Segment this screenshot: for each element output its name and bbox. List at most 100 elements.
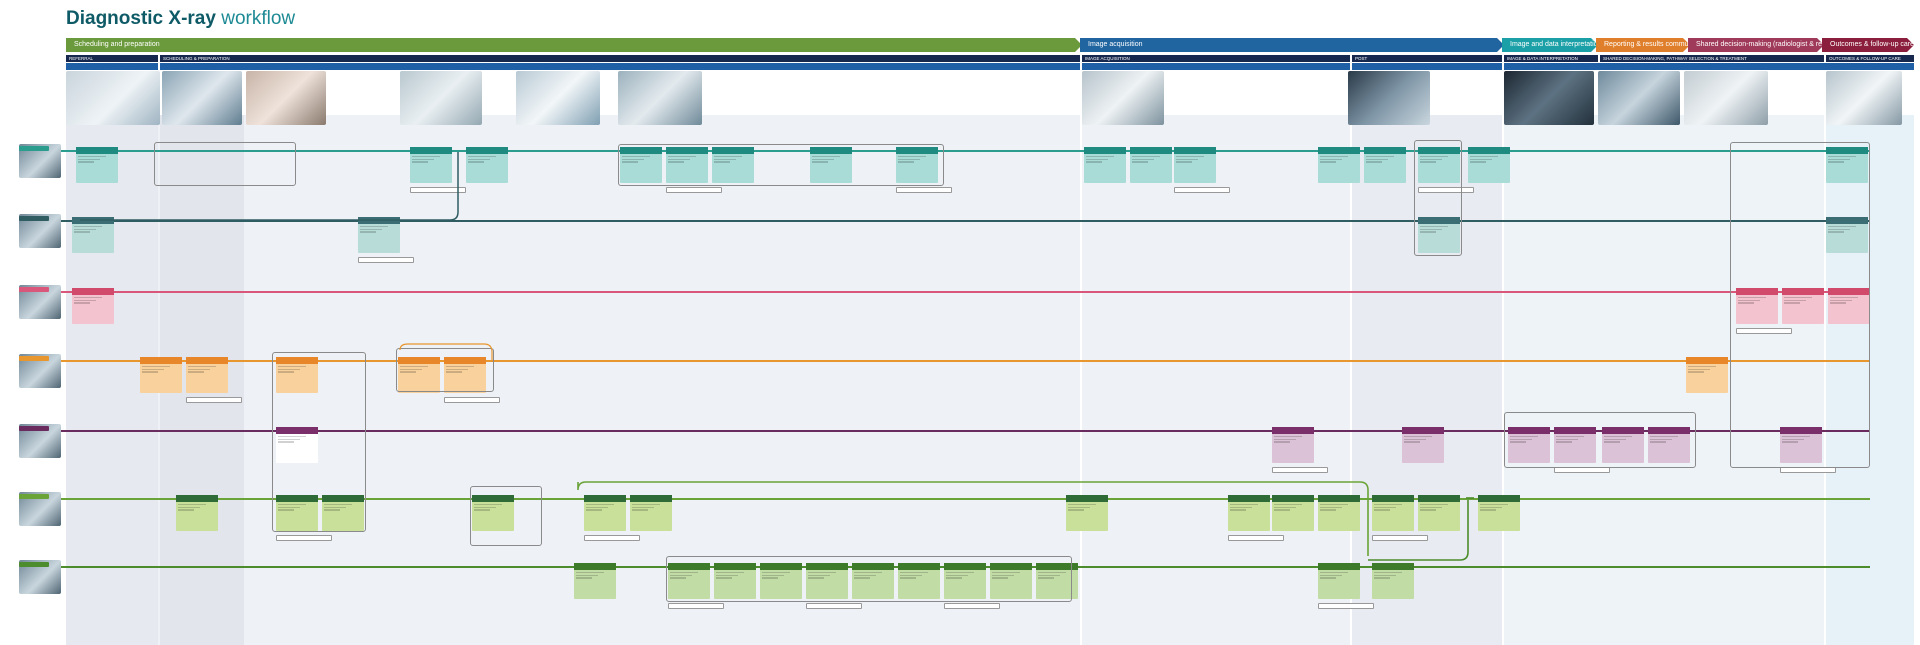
step-card-text-line — [1420, 504, 1448, 506]
lane-7-step-card — [852, 563, 894, 599]
lane-3-step-card — [1828, 288, 1870, 324]
substage-outcomes: OUTCOMES & FOLLOW-UP CARE — [1826, 55, 1914, 62]
step-card-text-line — [1420, 158, 1442, 160]
step-card-header — [1736, 288, 1778, 295]
step-card-text-line — [1480, 504, 1508, 506]
photo-shared-2 — [1684, 71, 1768, 125]
substage-image-acquisition: IMAGE ACQUISITION — [1082, 55, 1350, 62]
lane-7-note — [1318, 603, 1374, 609]
step-card-text-line — [1510, 438, 1532, 440]
lane-6-role-tag — [19, 494, 49, 499]
step-card-text-line — [1320, 506, 1342, 508]
photo-shared-1 — [1598, 71, 1680, 125]
step-card-header — [1130, 147, 1172, 154]
step-card-text-line — [1274, 436, 1302, 438]
step-card-text-line — [1230, 506, 1252, 508]
step-card-text-line — [1320, 574, 1342, 576]
column-bg-interpretation — [1504, 115, 1824, 645]
step-card-header — [1174, 147, 1216, 154]
step-card-header — [1780, 427, 1822, 434]
lane-6-step-card — [322, 495, 364, 531]
lane-5-step-card — [1508, 427, 1550, 463]
column-bg-acquisition — [1082, 115, 1350, 645]
step-card-text-line — [670, 574, 692, 576]
step-card-text-line — [992, 574, 1014, 576]
step-card-text-line — [1320, 161, 1336, 163]
step-card-text-line — [278, 504, 306, 506]
step-card-text-line — [1556, 441, 1572, 443]
lane-3-step-card — [1736, 288, 1778, 324]
step-card-text-line — [1274, 504, 1302, 506]
step-card-text-line — [474, 504, 502, 506]
step-card-text-line — [1366, 158, 1388, 160]
lane-6-step-card — [1478, 495, 1520, 531]
lane-4-role-tag — [19, 356, 49, 361]
step-card-text-line — [1420, 161, 1436, 163]
step-card-header — [140, 357, 182, 364]
step-card-text-line — [812, 158, 834, 160]
step-card-text-line — [576, 577, 592, 579]
step-card-text-line — [812, 156, 840, 158]
step-card-text-line — [474, 506, 496, 508]
step-card-header — [810, 147, 852, 154]
step-card-text-line — [898, 161, 914, 163]
step-card-text-line — [142, 368, 164, 370]
step-card-text-line — [1828, 231, 1844, 233]
lane-4-step-card — [140, 357, 182, 393]
step-card-text-line — [1650, 438, 1672, 440]
step-card-text-line — [992, 577, 1008, 579]
lane-1-step-card — [810, 147, 852, 183]
lane-7-note — [806, 603, 862, 609]
step-card-text-line — [898, 156, 926, 158]
photo-imaging-device — [618, 71, 702, 125]
step-card-text-line — [1510, 436, 1538, 438]
step-card-text-line — [900, 574, 922, 576]
stage-image-acquisition: Image acquisition — [1080, 38, 1504, 52]
step-card-header — [1828, 288, 1870, 295]
lane-2-note — [358, 257, 414, 263]
step-card-text-line — [1176, 161, 1192, 163]
step-card-text-line — [668, 161, 684, 163]
lane-4-step-card — [398, 357, 440, 393]
lane-5-step-card — [1402, 427, 1444, 463]
step-card-text-line — [1038, 572, 1066, 574]
step-card-text-line — [1470, 156, 1498, 158]
title-rest: workflow — [215, 8, 296, 29]
lane-7-role-tag — [19, 562, 49, 567]
lane-3-step-card — [1782, 288, 1824, 324]
step-card-header — [714, 563, 756, 570]
step-card-text-line — [1784, 302, 1800, 304]
step-card-header — [410, 147, 452, 154]
step-card-text-line — [400, 366, 428, 368]
lane-6-note — [584, 535, 640, 541]
step-card-header — [186, 357, 228, 364]
step-card-text-line — [1830, 297, 1858, 299]
step-card-header — [72, 288, 114, 295]
step-card-text-line — [188, 371, 204, 373]
step-card-text-line — [178, 504, 206, 506]
subsub-bar-4 — [1352, 63, 1502, 70]
step-card-header — [276, 495, 318, 502]
step-card-text-line — [1274, 506, 1296, 508]
lane-5-step-card — [1272, 427, 1314, 463]
lane-1-step-card — [1418, 147, 1460, 183]
lane-5-role-tag — [19, 426, 49, 431]
lane-7-step-card — [714, 563, 756, 599]
lane-1-note — [1418, 187, 1474, 193]
step-card-header — [1364, 147, 1406, 154]
step-card-text-line — [808, 577, 824, 579]
step-card-text-line — [946, 574, 968, 576]
lane-3-step-card — [72, 288, 114, 324]
step-card-header — [1782, 288, 1824, 295]
step-card-text-line — [1480, 509, 1496, 511]
step-card-text-line — [1374, 572, 1402, 574]
stage-shared-decision: Shared decision-making (radiologist & re… — [1688, 38, 1824, 52]
lane-5-step-card — [276, 427, 318, 463]
photo-patient-nurse — [516, 71, 600, 125]
step-card-text-line — [854, 574, 876, 576]
group-outcomes — [1730, 142, 1870, 468]
step-card-text-line — [586, 504, 614, 506]
step-card-header — [76, 147, 118, 154]
column-bg-post — [1352, 115, 1502, 645]
lane-4-step-card — [186, 357, 228, 393]
